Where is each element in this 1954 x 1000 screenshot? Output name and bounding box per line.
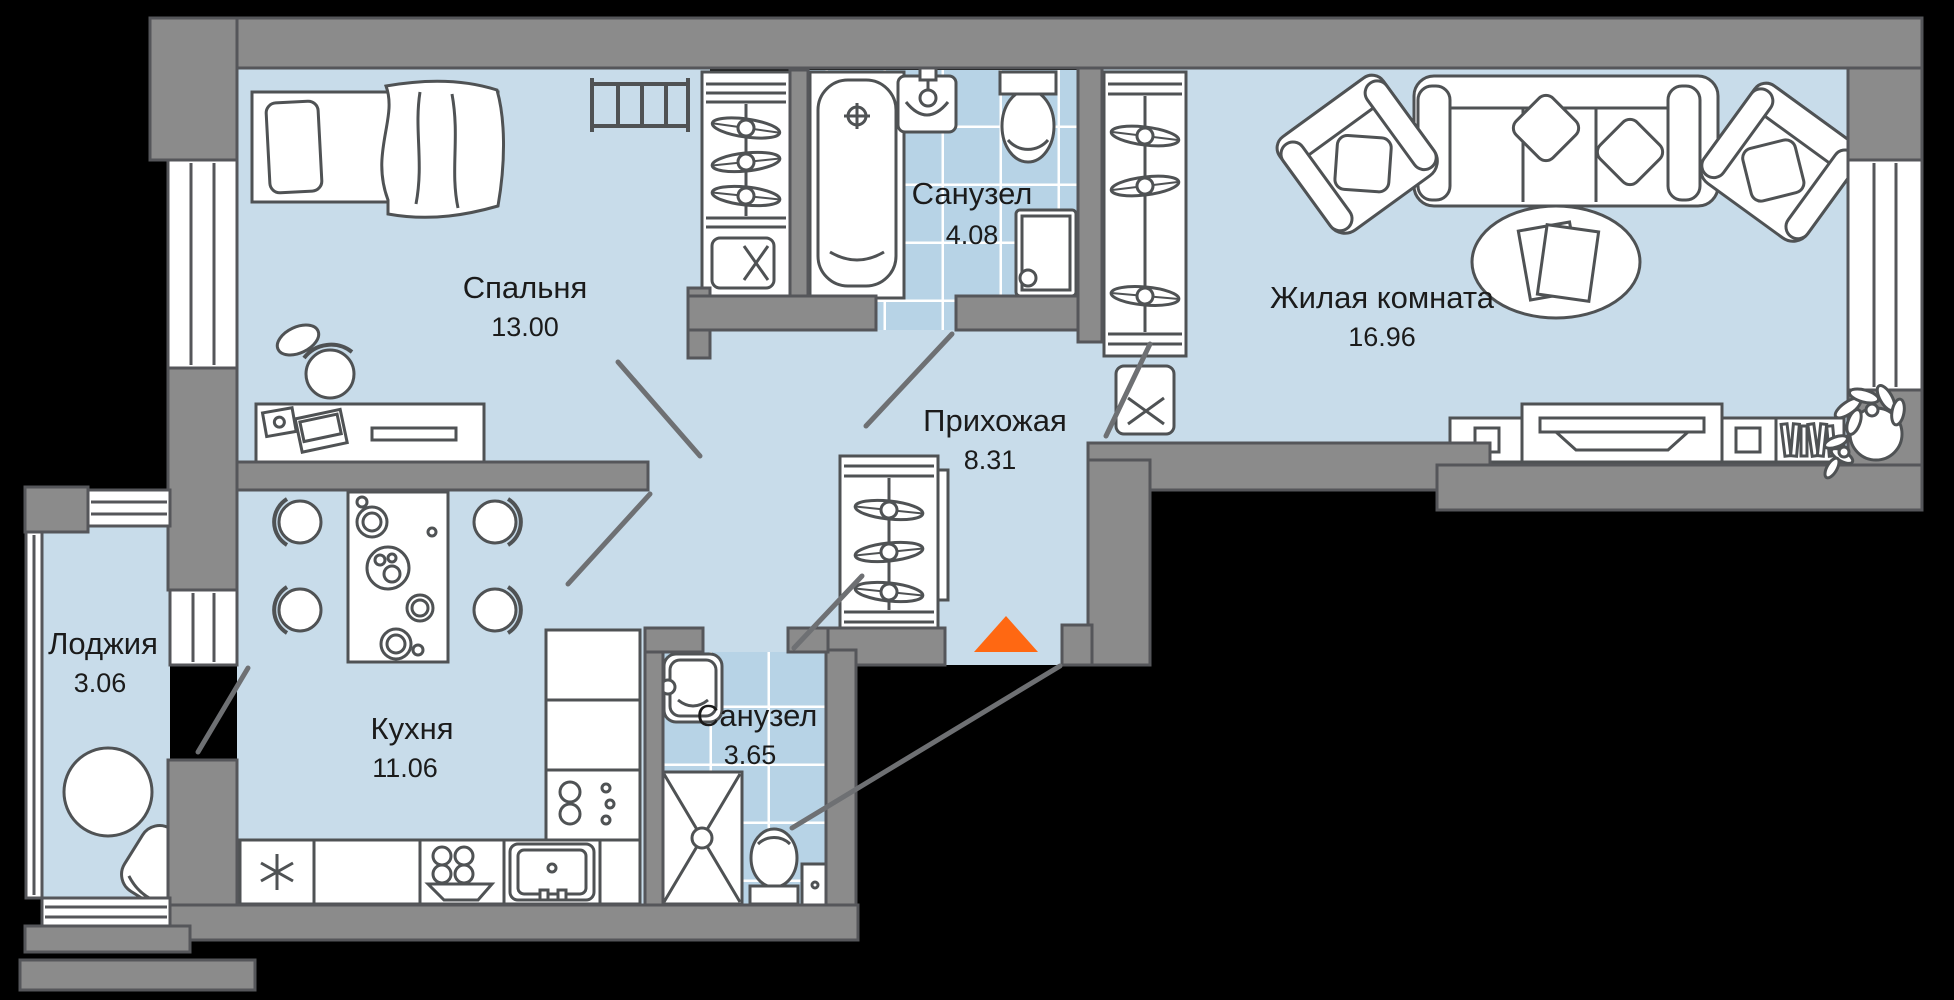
kitchen-balcony-window xyxy=(168,588,239,667)
sofa xyxy=(1412,74,1720,208)
wall-bathroom-living xyxy=(1076,66,1104,344)
dining-table xyxy=(346,490,450,664)
room-labels: Спальня 13.00 Санузел 4.08 Жилая комната… xyxy=(48,176,1495,783)
loggia-side-glazing xyxy=(24,530,44,900)
wall-entrance-right-stub xyxy=(1060,623,1094,667)
wall-left-lower xyxy=(166,758,239,910)
bathtub xyxy=(808,70,906,300)
kitchen-area: 11.06 xyxy=(372,753,438,783)
drying-rack xyxy=(590,78,690,132)
wall-top xyxy=(148,16,1924,70)
bathroom-second-area: 3.65 xyxy=(724,740,777,770)
bathroom-second-door xyxy=(791,573,865,651)
wall-bathroom-main-bottom-b xyxy=(954,294,1082,332)
loggia-table xyxy=(62,746,154,838)
bathroom-main-area: 4.08 xyxy=(946,220,999,250)
windows xyxy=(24,158,1924,928)
tv-stand xyxy=(1448,402,1778,464)
bedroom-wardrobe xyxy=(700,70,792,298)
coffee-table xyxy=(1470,204,1642,320)
loggia-top-window xyxy=(86,488,172,528)
wall-bathroom2-left xyxy=(643,648,665,907)
living-room-window xyxy=(1846,158,1924,392)
bedroom-door xyxy=(615,359,703,459)
toilet-main xyxy=(998,70,1058,164)
bathroom-sink xyxy=(896,66,958,134)
shoe-box-icon xyxy=(710,236,776,290)
living-room-door xyxy=(1103,341,1153,439)
wall-living-bottom-a xyxy=(1086,441,1492,492)
living-room-label: Жилая комната xyxy=(1270,280,1495,315)
bathroom-second-label: Санузел xyxy=(697,698,818,733)
kitchen-label: Кухня xyxy=(371,711,454,746)
desk xyxy=(254,402,486,464)
entrance-door xyxy=(789,663,1063,831)
room-floors xyxy=(42,68,1850,905)
shower xyxy=(660,770,744,906)
wall-bedroom-kitchen xyxy=(235,460,650,492)
oven-icon xyxy=(544,768,642,842)
wall-bathroom2-right xyxy=(824,648,858,907)
hallway-wardrobe xyxy=(838,454,950,634)
magazine xyxy=(1535,223,1601,303)
loggia-door xyxy=(195,665,251,755)
loggia-label: Лоджия xyxy=(48,626,158,661)
wall-hallway-right xyxy=(1086,458,1152,667)
wall-bathroom-main-bottom-a xyxy=(686,294,878,332)
bathroom2-cabinet xyxy=(800,862,830,908)
wall-left xyxy=(166,366,239,592)
bed xyxy=(250,79,506,219)
wall-closet-bathroom xyxy=(788,68,810,302)
hallway-area: 8.31 xyxy=(964,445,1017,475)
desk-chair xyxy=(275,323,356,400)
wall-loggia-sill xyxy=(23,924,192,954)
bathroom-main-door xyxy=(863,331,955,429)
tv-icon xyxy=(1538,416,1706,434)
washing-machine xyxy=(1014,208,1078,298)
kitchen-door xyxy=(565,491,653,587)
wall-loggia-post xyxy=(23,485,90,534)
wall-top-left-corner xyxy=(148,16,239,162)
wall-living-bottom-b xyxy=(1435,463,1924,512)
hallway-label: Прихожая xyxy=(923,403,1067,438)
dining-chairs xyxy=(272,497,523,635)
bedroom-label: Спальня xyxy=(463,270,588,305)
toilet-second xyxy=(748,827,800,906)
bedroom-area: 13.00 xyxy=(491,312,559,342)
door-swings xyxy=(195,331,1153,831)
sofa-pillow xyxy=(1511,93,1581,163)
loggia-bottom-glazing xyxy=(40,896,172,928)
loggia-area: 3.06 xyxy=(74,668,127,698)
bathroom-main-label: Санузел xyxy=(912,176,1033,211)
wall-bathroom2-top-a xyxy=(643,626,705,654)
kitchen-counter-row xyxy=(238,838,642,906)
entrance-arrow xyxy=(974,616,1038,652)
living-wardrobe xyxy=(1102,70,1188,436)
kitchen-tall-cabinets xyxy=(544,628,642,842)
sofa-pillow xyxy=(1595,117,1665,187)
living-room-area: 16.96 xyxy=(1348,322,1416,352)
wall-balcony-band xyxy=(18,958,257,992)
wall-bottom xyxy=(166,903,860,942)
snowflake-icon xyxy=(260,854,294,890)
bedroom-window xyxy=(166,158,239,370)
plant-icon xyxy=(1823,384,1906,480)
